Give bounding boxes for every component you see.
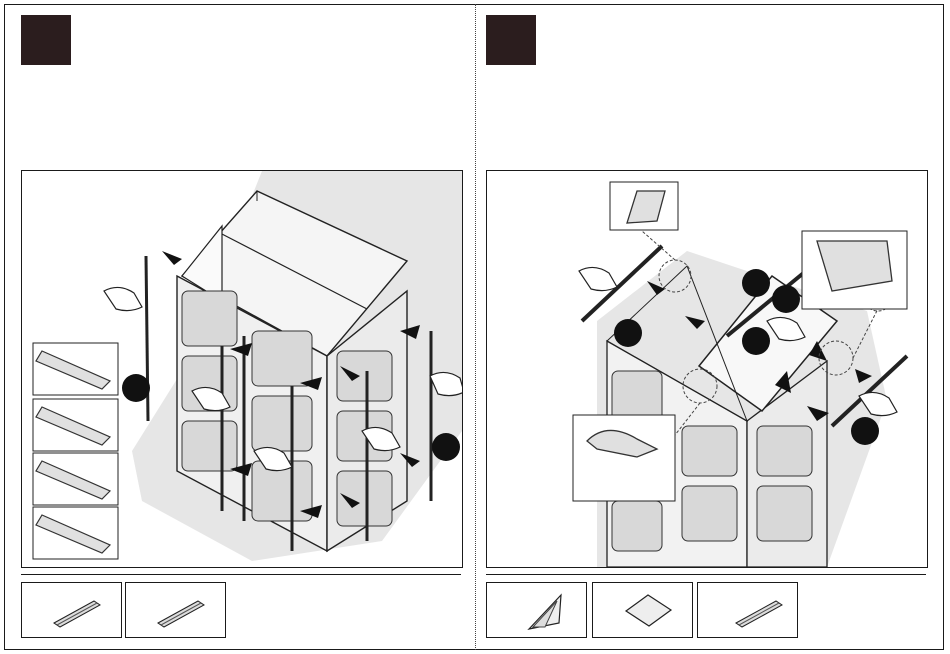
callout-marker <box>432 433 460 461</box>
part-glazing-strip-2 <box>125 582 226 638</box>
triangle-panel-icon <box>487 583 586 637</box>
callout-marker <box>614 319 642 347</box>
corner-detail-box <box>573 415 675 501</box>
square-panel-icon <box>593 583 692 637</box>
illustration-frame-right <box>486 170 928 568</box>
parts-separator-left <box>21 574 461 575</box>
callout-marker <box>742 327 770 355</box>
part-triangle-panel <box>486 582 587 638</box>
parts-separator-right <box>486 574 926 575</box>
greenhouse-wall-illustration <box>22 171 462 567</box>
callout-marker <box>851 417 879 445</box>
callout-marker <box>122 374 150 402</box>
illustration-frame-left <box>21 170 463 568</box>
glazing-strip-icon <box>126 583 225 637</box>
roof-assembly-illustration <box>487 171 927 567</box>
page-divider <box>475 4 476 650</box>
glazing-strip-icon <box>698 583 797 637</box>
glazing-strip-icon <box>22 583 121 637</box>
step-number-box-right <box>486 15 536 65</box>
step-number-box-left <box>21 15 71 65</box>
callout-marker <box>742 269 770 297</box>
callout-marker <box>772 285 800 313</box>
part-glazing-strip-3 <box>697 582 798 638</box>
part-square-panel <box>592 582 693 638</box>
part-glazing-strip-1 <box>21 582 122 638</box>
